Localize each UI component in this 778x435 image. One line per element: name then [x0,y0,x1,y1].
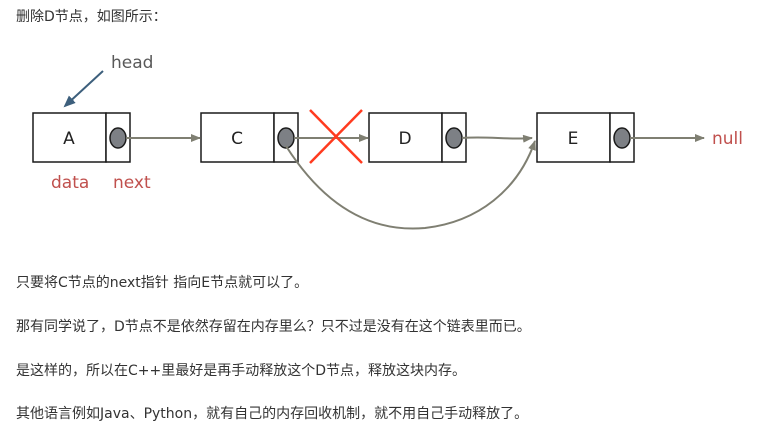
intro-text: 删除D节点，如图所示： [16,9,167,25]
node-e-pointer-dot [613,127,631,149]
node-c-pointer-dot [277,127,295,149]
arrow-d-to-e [461,134,533,143]
node-e-data-box [536,112,611,163]
node-d-value: D [398,129,411,149]
node-a-pointer-dot [109,127,127,149]
paragraph-4: 其他语言例如Java、Python，就有自己的内存回收机制，就不用自己手动释放了… [16,406,529,422]
paragraph-3: 是这样的，所以在C++里最好是再手动释放这个D节点，释放这块内存。 [16,363,467,379]
node-a-value: A [63,129,75,149]
node-e: E [536,112,635,163]
paragraph-2: 那有同学说了，D节点不是依然存留在内存里么？只不过是没有在这个链表里而已。 [16,319,531,335]
node-d-pointer-dot [445,127,463,149]
data-label: data [51,173,89,193]
node-a: A [32,112,131,163]
node-e-value: E [568,129,579,149]
node-d-data-box [368,112,443,163]
arrow-c-to-e-bypass [285,140,536,230]
head-label: head [111,53,153,73]
delete-cross-icon [309,109,363,164]
null-label: null [712,129,743,149]
node-c: C [200,112,299,163]
paragraph-1: 只要将C节点的next指针 指向E节点就可以了。 [16,275,309,291]
head-arrow [63,70,104,108]
linked-list-deletion-diagram: head A C D E null data [32,53,743,230]
node-c-value: C [231,129,243,149]
next-label: next [113,173,151,193]
node-d: D [368,112,467,163]
